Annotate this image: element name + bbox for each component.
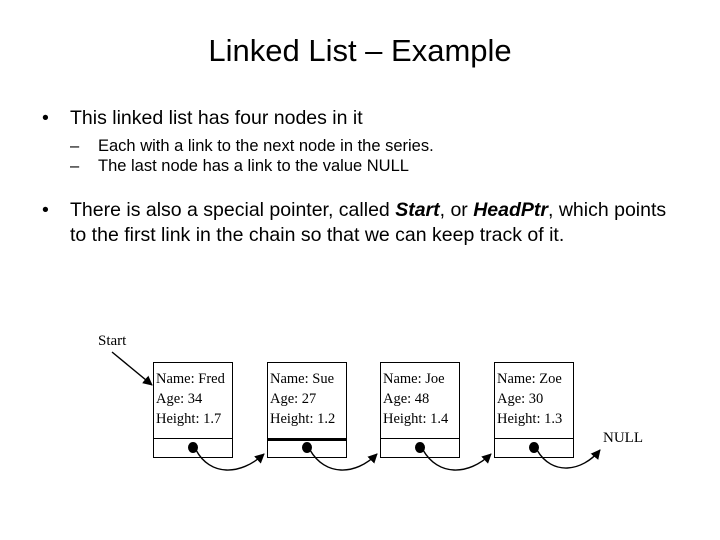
node-name-line: Name: Fred: [156, 371, 225, 387]
bullet-level1-item-pointer: • There is also a special pointer, calle…: [30, 198, 680, 248]
node-name-line: Name: Sue: [270, 371, 335, 387]
pointer-dot-icon: [529, 441, 539, 453]
bullet-dash-icon: –: [70, 156, 80, 175]
paragraph-part-2: , or: [439, 199, 474, 221]
bullet-dash-icon: –: [70, 137, 80, 155]
node-age-line: Age: 48: [383, 391, 430, 407]
link-arrow-2-to-3: [309, 449, 378, 471]
page-title: Linked List – Example: [208, 33, 512, 68]
start-pointer-label: Start: [98, 333, 127, 349]
node-pointer-cell: [495, 438, 573, 457]
start-arrow: [111, 351, 153, 386]
node-pointer-cell: [154, 438, 232, 457]
node-data-fields: Name: Fred Age: 34 Height: 1.7: [154, 363, 232, 438]
bullet-dot-icon: •: [42, 107, 49, 129]
pointer-dot-icon: [415, 441, 425, 453]
node-divider: [495, 438, 573, 439]
node-height-line: Height: 1.4: [383, 411, 449, 427]
node-data-fields: Name: Sue Age: 27 Height: 1.2: [268, 363, 346, 438]
node-name-line: Name: Joe: [383, 371, 445, 387]
node-pointer-cell: [381, 438, 459, 457]
emphasis-start: Start: [395, 199, 440, 221]
slide-body: • This linked list has four nodes in it …: [30, 106, 680, 248]
link-arrow-1-to-2: [195, 449, 265, 471]
paragraph-part-1: There is also a special pointer, called: [70, 199, 396, 221]
pointer-dot-icon: [302, 441, 312, 453]
node-data-fields: Name: Zoe Age: 30 Height: 1.3: [495, 363, 573, 438]
bullet-dot-icon: •: [42, 199, 49, 221]
emphasis-headptr-ptr: Ptr: [520, 199, 548, 221]
paragraph-part-3: , which points to the first link in the …: [70, 199, 667, 246]
node-age-line: Age: 30: [497, 391, 544, 407]
list-node-3: Name: Joe Age: 48 Height: 1.4: [380, 362, 460, 458]
bullet-level1-text: This linked list has four nodes in it: [70, 107, 363, 129]
node-age-line: Age: 27: [270, 391, 317, 407]
node-height-line: Height: 1.3: [497, 411, 563, 427]
node-age-line: Age: 34: [156, 391, 203, 407]
node-divider: [154, 438, 232, 439]
bullet-level2-text: Each with a link to the next node in the…: [98, 137, 434, 155]
list-node-4: Name: Zoe Age: 30 Height: 1.3: [494, 362, 574, 458]
node-data-fields: Name: Joe Age: 48 Height: 1.4: [381, 363, 459, 438]
bullet-level2-item: – The last node has a link to the value …: [30, 157, 680, 177]
node-pointer-cell: [268, 438, 346, 457]
link-arrow-4-to-null: [536, 449, 601, 469]
node-divider: [268, 438, 346, 441]
link-arrow-3-to-4: [422, 449, 492, 471]
emphasis-headptr-head: Head: [473, 199, 521, 221]
list-node-2: Name: Sue Age: 27 Height: 1.2: [267, 362, 347, 458]
node-height-line: Height: 1.7: [156, 411, 222, 427]
null-terminator-label: NULL: [603, 430, 643, 446]
node-name-line: Name: Zoe: [497, 371, 562, 387]
bullet-level1-item: • This linked list has four nodes in it: [30, 106, 680, 131]
pointer-paragraph: There is also a special pointer, called …: [70, 199, 666, 246]
node-height-line: Height: 1.2: [270, 411, 336, 427]
pointer-dot-icon: [188, 441, 198, 453]
bullet-level2-item: – Each with a link to the next node in t…: [30, 137, 680, 157]
node-divider: [381, 438, 459, 439]
list-node-1: Name: Fred Age: 34 Height: 1.7: [153, 362, 233, 458]
spacer: [30, 176, 680, 198]
bullet-level2-text: The last node has a link to the value NU…: [98, 156, 409, 175]
